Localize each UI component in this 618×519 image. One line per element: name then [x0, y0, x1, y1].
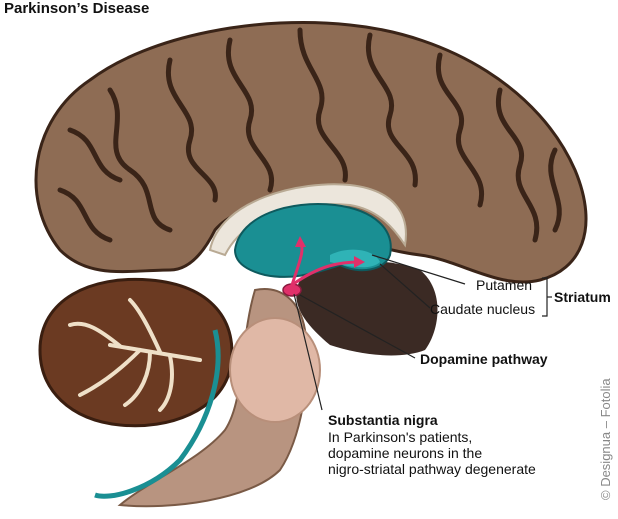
dopamine-pathway-label: Dopamine pathway: [420, 351, 548, 367]
dark-region: [296, 261, 437, 355]
substantia-nigra-desc-1: In Parkinson's patients,: [328, 429, 472, 445]
striatum-label: Striatum: [554, 289, 611, 305]
substantia-nigra-label: Substantia nigra: [328, 412, 438, 428]
image-credit: © Designua – Fotolia: [598, 378, 613, 500]
page-title: Parkinson’s Disease: [4, 0, 149, 17]
substantia-nigra-desc-3: nigro-striatal pathway degenerate: [328, 461, 536, 477]
caudate-label: Caudate nucleus: [430, 301, 535, 317]
substantia-nigra-desc-2: dopamine neurons in the: [328, 445, 482, 461]
pons: [230, 318, 320, 422]
putamen-label: Putamen: [476, 277, 532, 293]
